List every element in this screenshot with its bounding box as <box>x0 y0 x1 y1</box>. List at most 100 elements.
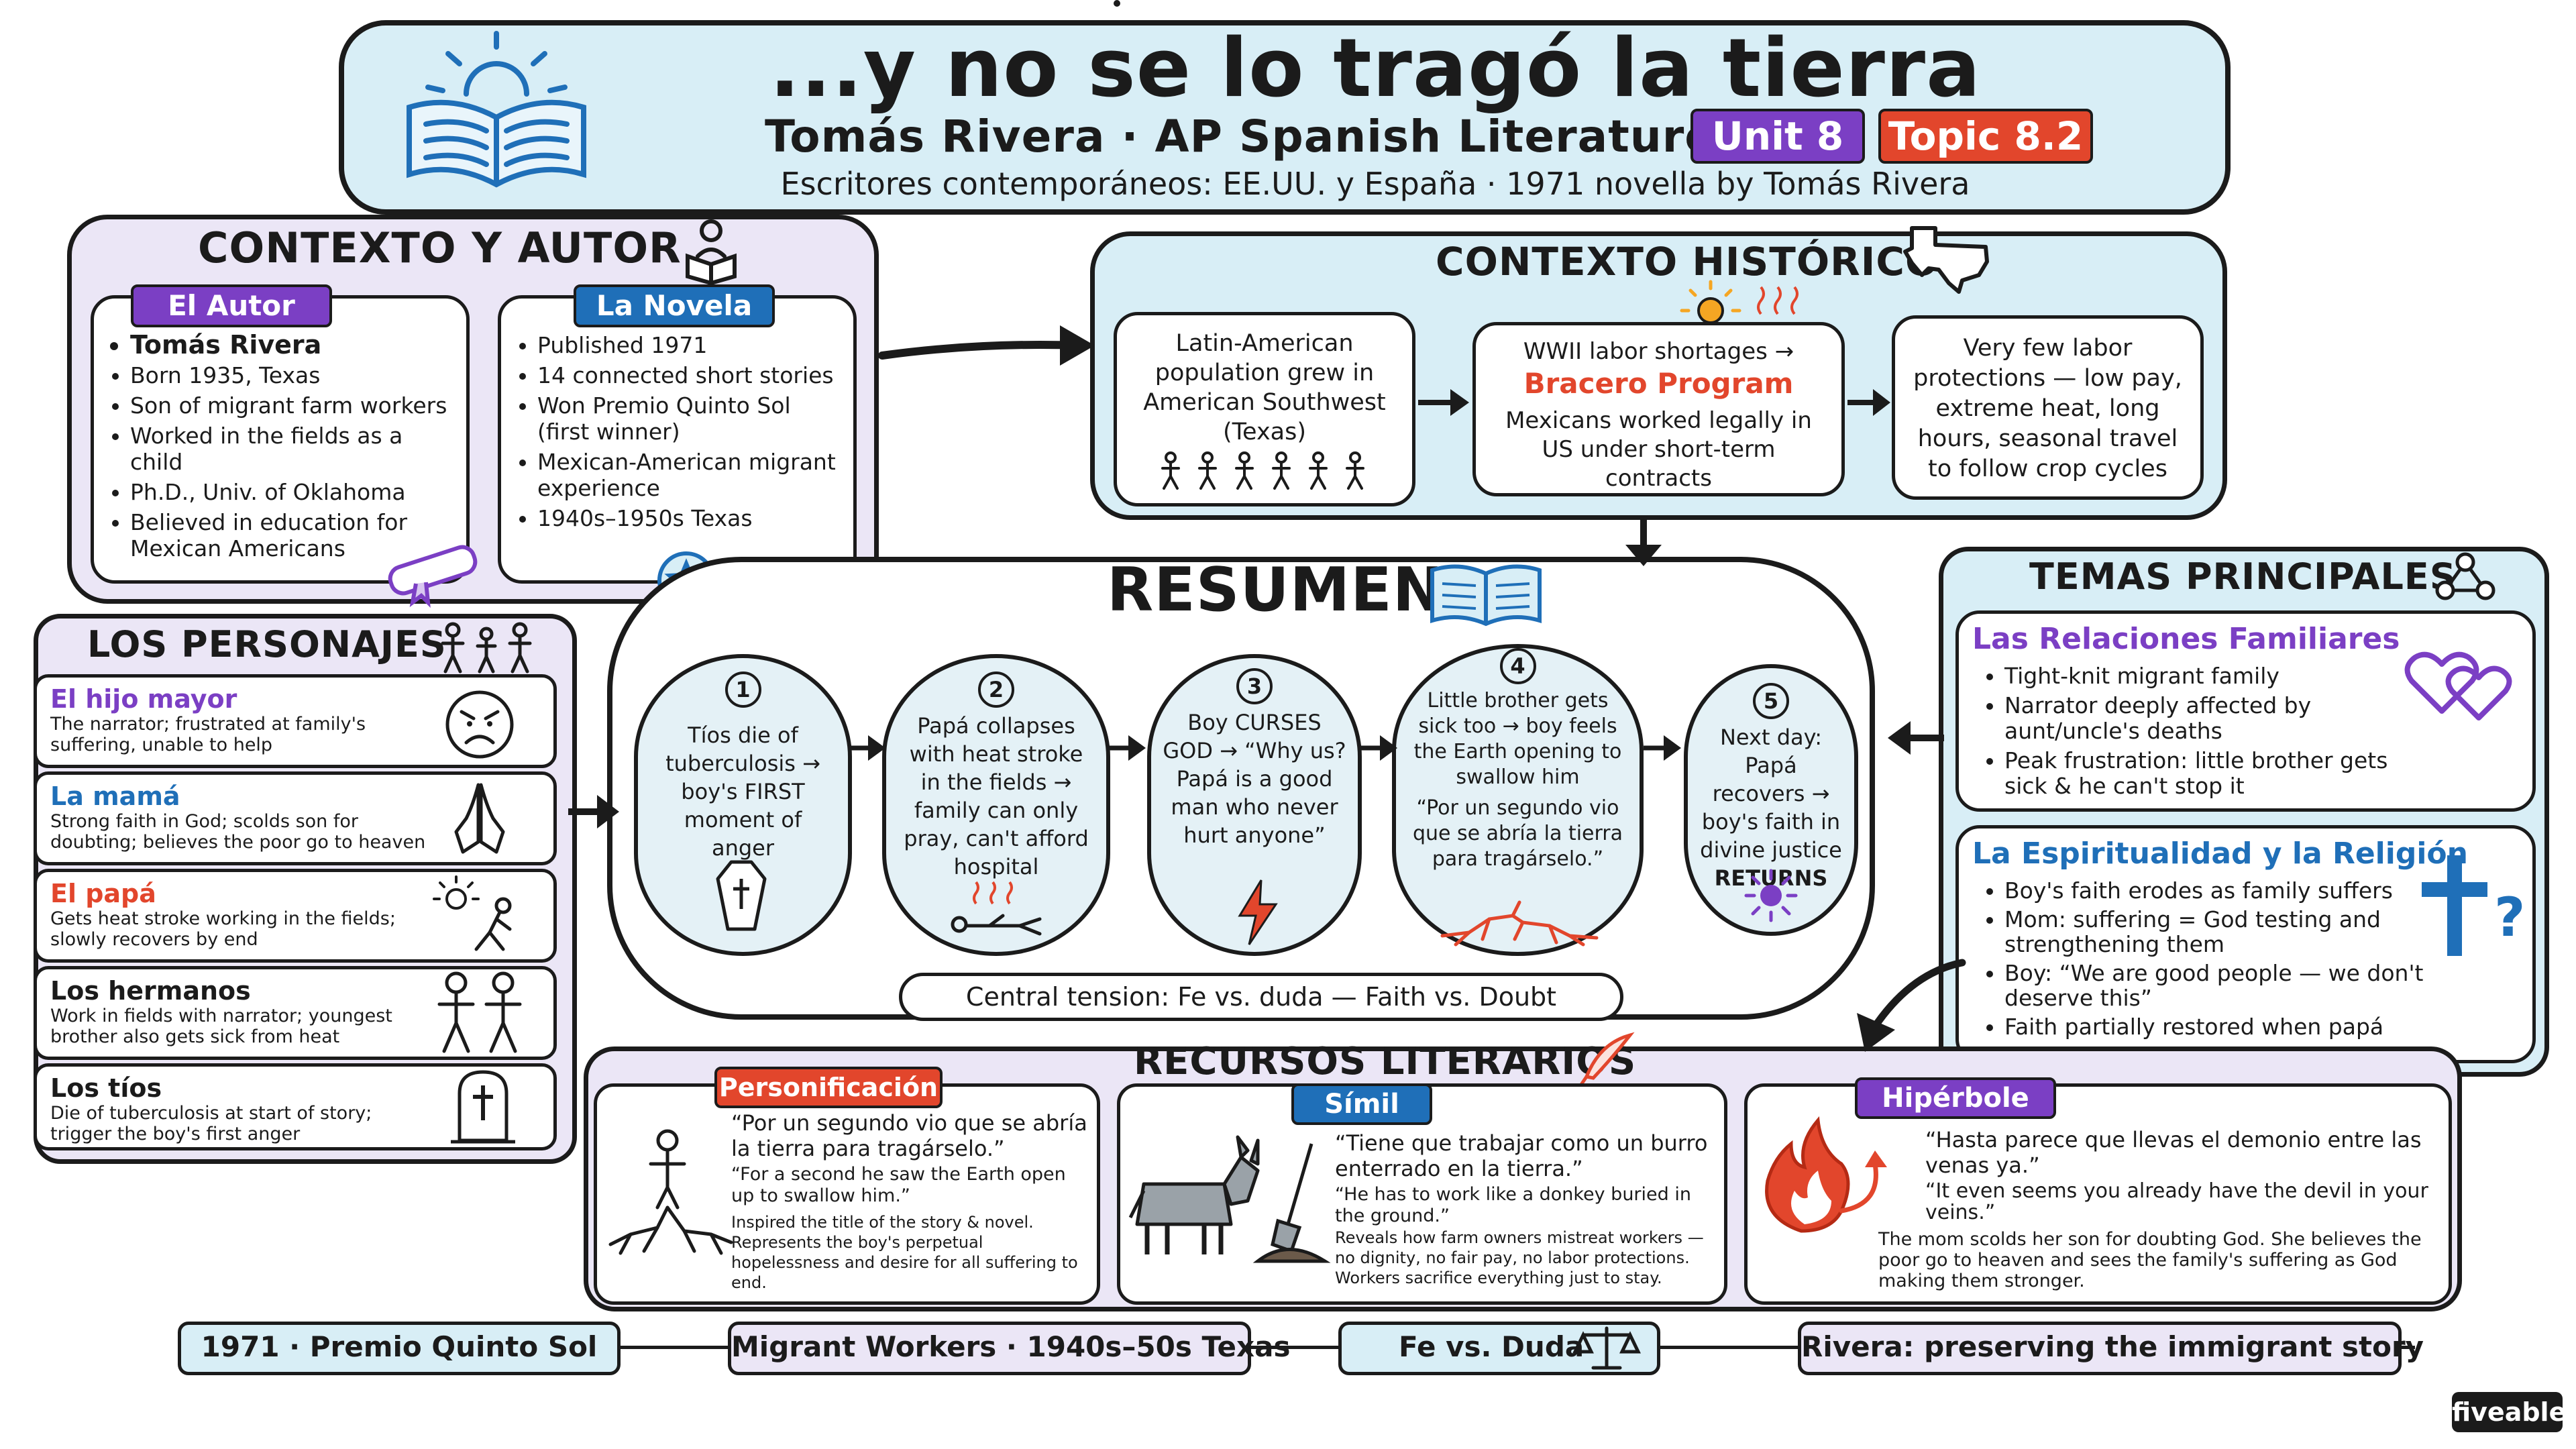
character-name: Los hermanos <box>50 976 251 1006</box>
device-note: Reveals how farm owners mistreat workers… <box>1335 1228 1704 1287</box>
historical-box-population <box>1114 0 1120 7</box>
step-text: Tíos die of tuberculosis → boy's FIRST m… <box>665 722 820 861</box>
bracero-detail-text: Mexicans worked legally in US under shor… <box>1505 407 1812 492</box>
central-tension-label: Central tension: Fe vs. duda — Faith vs.… <box>899 973 1623 1021</box>
cross-question-icon: ? <box>2422 855 2525 956</box>
device-tag: Hipérbole <box>1855 1077 2056 1119</box>
device-card-personificacion <box>594 1083 1100 1305</box>
header-tagline: Escritores contemporáneos: EE.UU. y Espa… <box>780 166 1970 202</box>
network-icon <box>2435 552 2496 600</box>
character-name: Los tíos <box>50 1073 162 1103</box>
swallowed-figure-icon <box>608 1129 733 1255</box>
context-author-title: CONTEXTO Y AUTOR <box>198 223 682 272</box>
author-item: Son of migrant farm workers <box>130 392 454 419</box>
devices-title: RECURSOS LITERARIOS <box>1134 1040 1637 1083</box>
arrow-context-to-history <box>878 325 1095 366</box>
people-group-icon <box>1161 451 1364 490</box>
arrow-history-to-summary <box>1625 518 1662 566</box>
device-content: “Hasta parece que llevas el demonio entr… <box>1878 1127 2442 1291</box>
arrow-step-4-5 <box>1644 735 1681 761</box>
diploma-icon <box>388 545 478 608</box>
step-text: Little brother gets sick too → boy feels… <box>1413 689 1622 789</box>
historical-box-population-text: Latin-American population grew in Americ… <box>1143 330 1386 445</box>
author-tag: El Autor <box>131 284 332 327</box>
device-content: “Por un segundo vio que se abría la tier… <box>731 1110 1093 1293</box>
scales-icon <box>1572 1326 1641 1370</box>
novel-item: Published 1971 <box>537 332 841 358</box>
step-number: 1 <box>724 672 761 708</box>
device-quote: “Hasta parece que llevas el demonio entr… <box>1925 1127 2422 1178</box>
historical-box-bracero: WWII labor shortages → Bracero Program M… <box>1472 322 1845 496</box>
novel-item: Mexican-American migrant experience <box>537 449 841 501</box>
character-desc: Die of tuberculosis at start of story; t… <box>50 1103 372 1144</box>
author-item: Tomás Rivera <box>130 332 454 358</box>
author-item: Ph.D., Univ. of Oklahoma <box>130 479 454 505</box>
arrow-step-2-3 <box>1108 735 1146 761</box>
step-number: 3 <box>1236 668 1273 704</box>
author-card: Tomás Rivera Born 1935, Texas Son of mig… <box>91 295 470 584</box>
praying-hands-icon <box>454 783 505 854</box>
theme-religion-title: La Espiritualidad y la Religión <box>1972 837 2468 871</box>
device-tag: Personificación <box>714 1067 943 1108</box>
historical-box-population: Latin-American population grew in Americ… <box>1114 312 1415 506</box>
siblings-icon <box>437 971 522 1053</box>
topic-badge: Topic 8.2 <box>1878 109 2093 164</box>
footer-pill-faith-label: Fe vs. Duda <box>1399 1330 1585 1363</box>
lightning-bolt-icon <box>1238 879 1278 945</box>
angry-face-icon <box>445 690 514 759</box>
author-item: Worked in the fields as a child <box>130 423 454 475</box>
character-card-tios: Los tíos Die of tuberculosis at start of… <box>34 1063 557 1150</box>
theme-family-item: Tight-knit migrant family <box>2004 663 2407 689</box>
arrow-history-1-2 <box>1418 389 1469 416</box>
device-card-hiperbole <box>1744 1083 2452 1305</box>
character-desc: Strong faith in God; scolds son for doub… <box>50 811 426 853</box>
step-quote: “Por un segundo vio que se abría la tier… <box>1412 796 1623 871</box>
hearts-icon <box>2404 651 2512 720</box>
summary-step-2: 2 Papá collapses with heat stroke in the… <box>882 654 1110 956</box>
device-quote: “Tiene que trabajar como un burro enterr… <box>1335 1130 1708 1181</box>
novel-item: Won Premio Quinto Sol (first winner) <box>537 392 841 445</box>
novel-card: Published 1971 14 connected short storie… <box>498 295 857 584</box>
historical-box-labor-text: Very few labor protections — low pay, ex… <box>1913 335 2182 482</box>
step-text: Next day: Papá recovers → boy's faith in… <box>1700 724 1842 863</box>
arrow-themes-to-summary <box>1888 721 1944 755</box>
page-subtitle: Tomás Rivera · AP Spanish Literature <box>765 111 1716 162</box>
family-icon <box>441 622 532 674</box>
bracero-program-label: Bracero Program <box>1523 367 1794 400</box>
step-number: 5 <box>1753 683 1789 719</box>
footer-pill-rivera: Rivera: preserving the immigrant story <box>1798 1322 2424 1375</box>
arrow-history-2-3 <box>1847 389 1890 416</box>
historical-title: CONTEXTO HISTÓRICO <box>1436 239 1939 284</box>
device-content: “Tiene que trabajar como un burro enterr… <box>1335 1130 1721 1227</box>
character-desc: The narrator; frustrated at family's suf… <box>50 714 366 755</box>
step-number: 4 <box>1499 648 1536 684</box>
character-desc: Gets heat stroke working in the fields; … <box>50 908 396 950</box>
characters-title: LOS PERSONAJES <box>87 623 447 665</box>
theme-family-title: Las Relaciones Familiares <box>1972 622 2400 656</box>
character-card-hermanos: Los hermanos Work in fields with narrato… <box>34 966 557 1060</box>
reader-icon <box>686 219 737 286</box>
summary-title: RESUMEN <box>1107 555 1444 625</box>
summary-step-1: 1 Tíos die of tuberculosis → boy's FIRST… <box>634 654 852 956</box>
author-item: Believed in education for Mexican Americ… <box>130 509 454 561</box>
arrow-characters-to-summary <box>568 795 619 828</box>
theme-religion-card: La Espiritualidad y la Religión Boy's fa… <box>1955 825 2536 1064</box>
svg-text:?: ? <box>2494 886 2525 949</box>
historical-box-labor: Very few labor protections — low pay, ex… <box>1892 315 2204 500</box>
step-text: Boy CURSES GOD → “Why us? Papá is a good… <box>1163 710 1346 848</box>
fiveable-logo: fiveable <box>2452 1392 2566 1432</box>
book-icon <box>1430 564 1542 627</box>
character-desc: Work in fields with narrator; youngest b… <box>50 1006 392 1047</box>
footer-connector-line <box>201 1346 2415 1349</box>
themes-title: TEMAS PRINCIPALES <box>2029 555 2457 598</box>
arrow-themes-to-devices <box>1857 959 1966 1052</box>
character-card-mama: La mamá Strong faith in God; scolds son … <box>34 771 557 865</box>
footer-pill-award: 1971 · Premio Quinto Sol <box>178 1322 621 1375</box>
donkey-shovel-icon <box>1128 1135 1331 1263</box>
theme-religion-item: Boy: “We are good people — we don't dese… <box>2004 961 2434 1010</box>
arrow-step-1-2 <box>848 735 885 761</box>
summary-step-5: 5 Next day: Papá recovers → boy's faith … <box>1684 664 1858 936</box>
flame-tail-icon <box>1765 1116 1887 1233</box>
bracero-lead-text: WWII labor shortages → <box>1523 338 1794 365</box>
device-translation: “It even seems you already have the devi… <box>1925 1179 2428 1224</box>
